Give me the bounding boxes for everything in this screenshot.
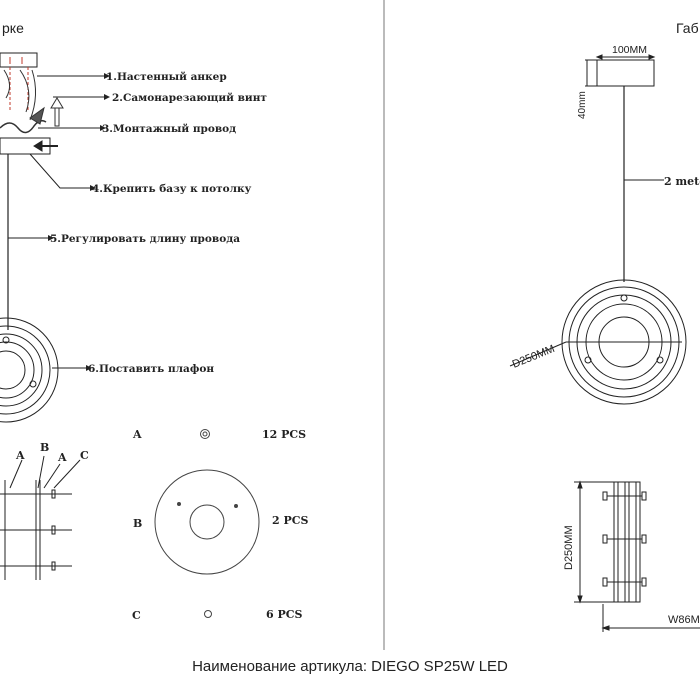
part-b-icon — [154, 469, 260, 575]
step-2-label: 2.Самонарезающий винт — [112, 92, 267, 104]
step-4-label: 4.Крепить базу к потолку — [92, 183, 252, 195]
ceiling-mount-assembly — [0, 52, 64, 330]
ceiling-base-plate — [0, 52, 38, 68]
detail-label-a2: A — [57, 451, 67, 464]
part-c-qty: 6 PCS — [266, 608, 303, 621]
dimension-front-view — [509, 54, 687, 405]
layer-detail-view — [0, 455, 81, 580]
shade-front-view — [0, 317, 59, 423]
step-leaders — [8, 75, 104, 369]
part-a-qty: 12 PCS — [262, 428, 306, 441]
dim-diameter-side-label: D250MM — [563, 525, 575, 570]
left-arrow-icon — [33, 140, 43, 152]
part-c-icon — [204, 610, 212, 618]
dim-w-label: W86M — [668, 614, 700, 626]
dimension-side-view — [574, 480, 700, 632]
part-a-icon — [200, 429, 210, 439]
part-b-qty: 2 PCS — [272, 514, 309, 527]
left-title-fragment: рке — [2, 20, 24, 36]
dim-diameter-front-label: D250MM — [511, 343, 557, 371]
step-6-label: 6.Поставить плафон — [88, 363, 214, 375]
part-a-letter: A — [132, 428, 142, 441]
right-title-fragment: Габ — [676, 20, 699, 36]
article-name-footer: Наименование артикула: DIEGO SP25W LED — [192, 658, 508, 675]
dim-height-label: 40mm — [577, 91, 588, 119]
step-1-label: 1.Настенный анкер — [106, 71, 227, 83]
detail-label-b: B — [40, 441, 49, 454]
dim-width-label: 100MM — [612, 44, 647, 56]
detail-label-c: C — [80, 449, 89, 462]
step-3-label: 3.Монтажный провод — [102, 123, 236, 135]
part-b-letter: B — [133, 517, 142, 530]
detail-label-a1: A — [15, 449, 25, 462]
step-5-label: 5.Регулировать длину провода — [50, 233, 240, 245]
canopy-front — [596, 59, 655, 87]
part-c-letter: C — [132, 609, 141, 622]
up-arrow-icon — [50, 97, 64, 109]
cable-length-label: 2 mete — [664, 175, 700, 188]
